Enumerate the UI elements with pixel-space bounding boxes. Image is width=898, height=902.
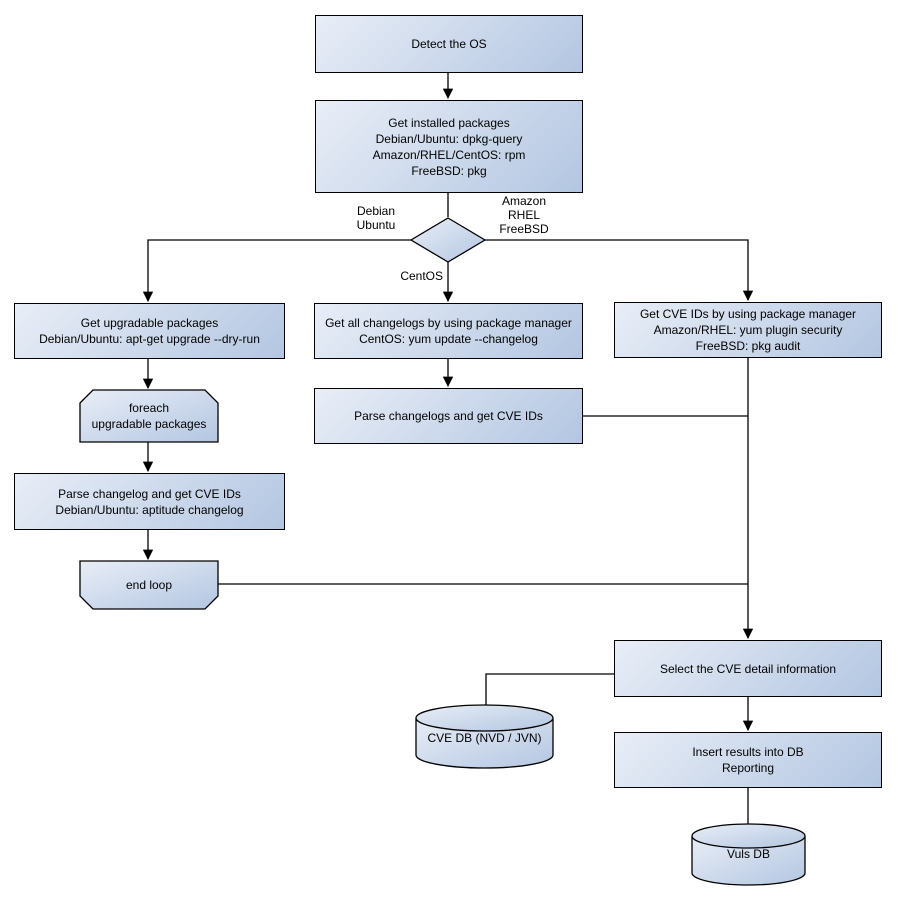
cve-db-cylinder-top xyxy=(415,704,554,732)
node-select-cve-detail: Select the CVE detail information xyxy=(614,640,882,697)
edge-label-amazon-rhel-freebsd: Amazon RHEL FreeBSD xyxy=(499,194,549,236)
node-get-all-changelogs: Get all changelogs by using package mana… xyxy=(314,303,583,359)
node-get-cve-ids-right: Get CVE IDs by using package manager Ama… xyxy=(614,302,882,358)
node-get-upgradable-packages: Get upgradable packages Debian/Ubuntu: a… xyxy=(14,303,285,359)
node-get-installed-packages: Get installed packages Debian/Ubuntu: dp… xyxy=(315,100,583,193)
cve-db-cylinder-body xyxy=(415,718,554,769)
edge-label-centos: CentOS xyxy=(400,269,443,283)
node-parse-changelogs-mid: Parse changelogs and get CVE IDs xyxy=(314,388,583,444)
edge-cvedb-to-select xyxy=(485,673,614,705)
vuls-db-cylinder-body xyxy=(691,836,806,886)
node-insert-results: Insert results into DB Reporting xyxy=(614,732,882,788)
node-detect-os: Detect the OS xyxy=(315,15,583,73)
edge-decision-to-getcve xyxy=(485,239,754,302)
vuls-db-cylinder-top xyxy=(691,823,806,849)
edge-label-debian-ubuntu: Debian Ubuntu xyxy=(356,204,396,232)
end-loop-shape xyxy=(79,560,219,610)
foreach-loop-shape xyxy=(79,389,219,443)
edge-decision-to-upgradable xyxy=(142,239,411,303)
node-parse-changelog-left: Parse changelog and get CVE IDs Debian/U… xyxy=(14,473,285,530)
os-decision-diamond xyxy=(409,217,487,263)
